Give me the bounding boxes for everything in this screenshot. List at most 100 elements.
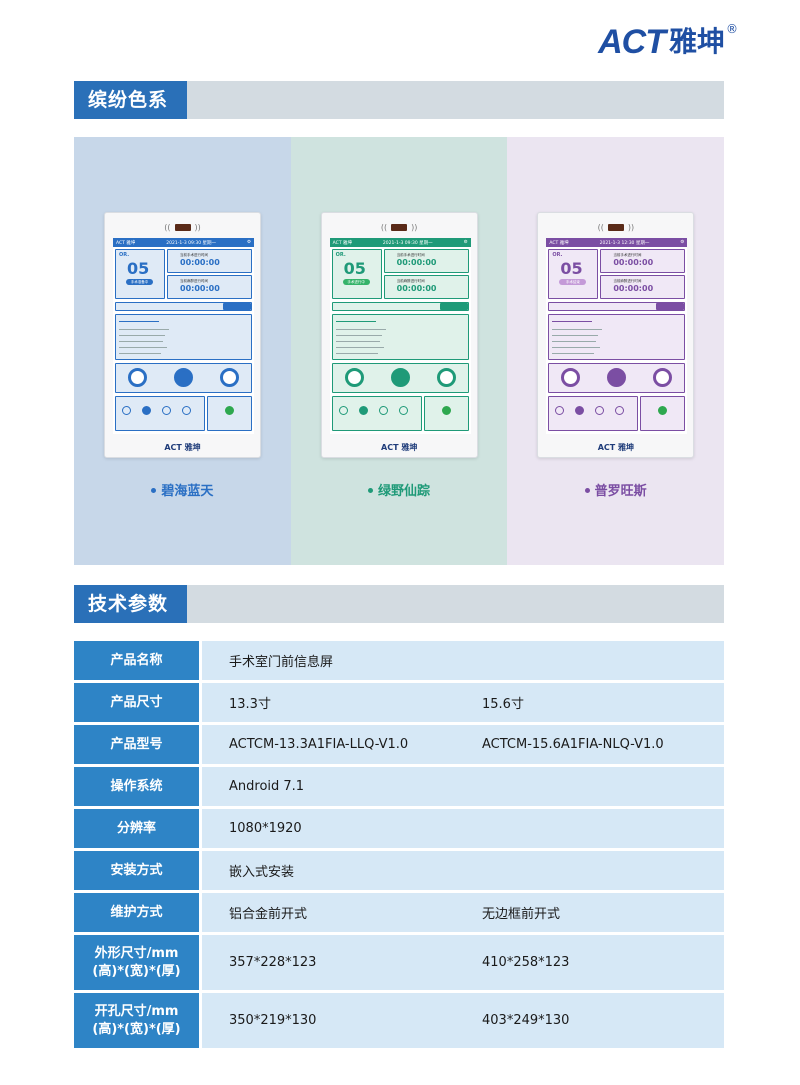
device-brand: ACT 雅坤 (164, 443, 201, 452)
info-line (552, 335, 599, 336)
spec-value-cell: ACTCM-13.3A1FIA-LLQ-V1.0 (202, 725, 482, 767)
info-line (552, 341, 597, 342)
spec-key: 分辨率 (116, 820, 156, 836)
spec-value-cell: 350*219*130 (202, 993, 482, 1051)
status-bar: ACT 雅坤 2021-1-3 12:30 星期一 ⚙ (546, 238, 688, 247)
spec-value-cell-2 (482, 809, 724, 851)
spec-value: 13.3寸 (229, 697, 271, 712)
surgery-timer-label: 当前手术进行时间 (180, 253, 208, 257)
search-button-shape (439, 303, 468, 310)
device-brand: ACT 雅坤 (597, 443, 634, 452)
room-status-block (207, 396, 252, 431)
spec-value-cell-2: ACTCM-15.6A1FIA-NLQ-V1.0 (482, 725, 724, 767)
spec-value-cell: 手术室门前信息屏 (202, 641, 482, 683)
info-line (335, 329, 386, 330)
spec-value-2: 15.6寸 (482, 697, 524, 712)
device-screen: ACT 雅坤 2021-1-3 12:30 星期一 ⚙ OR. 05 手术结束 … (546, 238, 688, 434)
surgery-timer: 当前手术进行时间 00:00:00 (167, 249, 252, 273)
spec-key: 操作系统 (110, 778, 163, 794)
spec-value-cell-2: 403*249*130 (482, 993, 724, 1051)
or-label: OR. (335, 252, 346, 258)
caption-text: 碧海蓝天 (161, 484, 214, 499)
spec-value: 350*219*130 (229, 1013, 317, 1028)
environment-block (331, 363, 469, 393)
info-line (119, 335, 165, 336)
spec-key-cell: 产品型号 (74, 725, 202, 767)
patient-info-block (115, 314, 252, 360)
door-icon (182, 406, 191, 415)
info-line (552, 329, 603, 330)
info-line (119, 321, 159, 322)
anesthesia-timer: 当前麻醉进行时间 00:00:00 (167, 275, 252, 299)
light-icon (555, 406, 565, 415)
room-status-block (640, 396, 686, 431)
registered-mark: ® (726, 22, 738, 36)
air-icon (378, 406, 388, 415)
center-gauge (174, 368, 193, 387)
spec-value: 1080*1920 (229, 821, 302, 836)
section-title-specs: 技术参数 (74, 585, 187, 623)
check-icon (441, 406, 451, 415)
spec-key: 开孔尺寸/mm (94, 1003, 179, 1019)
door-icon (398, 406, 408, 415)
spec-key-sub: (高)*(宽)*(厚) (92, 963, 181, 979)
spec-value: 手术室门前信息屏 (229, 655, 334, 670)
spec-row: 分辨率 1080*1920 (74, 809, 724, 851)
environment-block (548, 363, 686, 393)
info-line (119, 341, 163, 342)
screen-datetime: 2021-1-3 09:30 星期一 (382, 240, 433, 246)
spec-value-2: 403*249*130 (482, 1013, 570, 1028)
spec-key-sub: (高)*(宽)*(厚) (92, 1021, 181, 1037)
air-icon (162, 406, 171, 415)
humidity-gauge (653, 368, 673, 387)
spec-value-cell: 铝合金前开式 (202, 893, 482, 935)
room-number: 05 (560, 259, 583, 278)
spec-value-2: 410*258*123 (482, 955, 570, 970)
spec-key: 维护方式 (110, 904, 163, 920)
room-status-block (423, 396, 469, 431)
control-block (331, 396, 422, 431)
spec-value-2: 无边框前开式 (482, 907, 561, 922)
settings-icon: ⚙ (463, 240, 468, 245)
room-block: OR. 05 手术进行中 (331, 249, 382, 299)
settings-icon: ⚙ (680, 240, 685, 245)
spec-key-cell: 产品名称 (74, 641, 202, 683)
spec-key: 产品型号 (110, 736, 163, 752)
info-line (552, 321, 593, 322)
info-line (552, 353, 595, 354)
spec-value: 357*228*123 (229, 955, 317, 970)
rfid-sensor: (()) (380, 222, 418, 232)
spec-value-cell-2: 无边框前开式 (482, 893, 724, 935)
spec-value-cell: 1080*1920 (202, 809, 482, 851)
device-screen: ACT 雅坤 2021-1-3 09:30 星期一 ⚙ OR. 05 手术进行中… (329, 238, 471, 434)
rfid-sensor: (()) (164, 222, 201, 232)
device-mockup: (()) ACT 雅坤 2021-1-3 12:30 星期一 ⚙ OR. 05 … (537, 212, 695, 458)
spec-value-2: ACTCM-15.6A1FIA-NLQ-V1.0 (482, 737, 664, 752)
status-pill: 手术结束 (559, 279, 587, 285)
logo-chinese: 雅坤 (668, 25, 725, 58)
room-block: OR. 05 手术准备中 (115, 249, 165, 299)
color-panels: (()) ACT 雅坤 2021-1-3 09:30 星期一 ⚙ OR. 05 … (74, 137, 725, 565)
or-label: OR. (119, 252, 130, 258)
status-bar: ACT 雅坤 2021-1-3 09:30 星期一 ⚙ (113, 238, 254, 247)
spec-value-cell-2: 410*258*123 (482, 935, 724, 993)
lighting-icon (575, 406, 585, 415)
bullet-icon (368, 488, 373, 493)
screen-brand: ACT 雅坤 (116, 240, 136, 246)
info-line (119, 353, 161, 354)
anesthesia-timer-label: 当前麻醉进行时间 (613, 279, 642, 283)
surgery-timer-label: 当前手术进行时间 (396, 253, 425, 257)
info-line (335, 341, 380, 342)
spec-value-cell-2 (482, 641, 724, 683)
lighting-icon (358, 406, 368, 415)
anesthesia-timer: 当前麻醉进行时间 00:00:00 (383, 275, 469, 299)
spec-value-cell-2: 15.6寸 (482, 683, 724, 725)
screen-brand: ACT 雅坤 (549, 240, 569, 246)
light-icon (338, 406, 348, 415)
schedule-bar (548, 302, 686, 311)
color-caption: 普罗旺斯 (507, 480, 724, 499)
settings-icon: ⚙ (246, 240, 251, 245)
